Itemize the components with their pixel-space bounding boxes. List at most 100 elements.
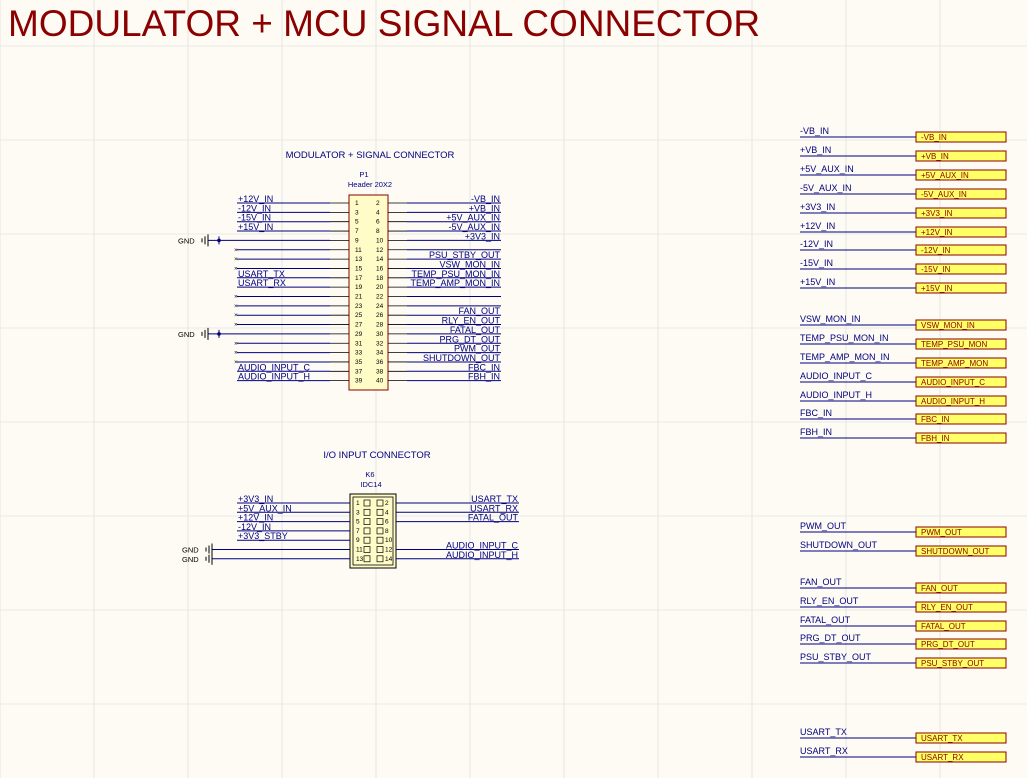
pin-number: 21 xyxy=(355,294,363,301)
net-label-left: +12V_IN xyxy=(238,194,273,204)
gnd-label: GND xyxy=(178,330,195,339)
pin-pad xyxy=(376,499,384,507)
port-label: +VB_IN xyxy=(921,152,949,161)
port-net-label: +VB_IN xyxy=(800,145,831,155)
port-label: PRG_DT_OUT xyxy=(921,640,975,649)
net-label-left: +12V_IN xyxy=(238,513,273,523)
port--12v-in[interactable] xyxy=(915,226,1007,238)
k6-comment: IDC14 xyxy=(360,480,381,489)
pin-number: 11 xyxy=(356,547,363,554)
net-label-left: -12V_IN xyxy=(238,522,271,532)
pin-number: 19 xyxy=(355,284,363,291)
port-label: PWM_OUT xyxy=(921,528,962,537)
pin-number: 15 xyxy=(355,265,363,272)
pin-number: 33 xyxy=(355,350,363,357)
net-label-right: +3V3_IN xyxy=(465,231,500,241)
port--15v-in[interactable] xyxy=(915,282,1007,294)
p1-comment: Header 20X2 xyxy=(348,180,392,189)
no-connect-mark: × xyxy=(234,312,238,319)
pin-number: 1 xyxy=(356,500,360,507)
pin-pad xyxy=(363,536,371,544)
port-fbh-in[interactable] xyxy=(915,432,1007,444)
pin-number: 11 xyxy=(355,247,362,254)
port-net-label: SHUTDOWN_OUT xyxy=(800,540,877,550)
port-audio-input-c[interactable] xyxy=(915,376,1007,388)
port-usart-rx[interactable] xyxy=(915,751,1007,763)
pin-number: 7 xyxy=(356,528,360,535)
port-label: FAN_OUT xyxy=(921,584,958,593)
port-psu-stby-out[interactable] xyxy=(915,657,1007,669)
pin-number: 32 xyxy=(376,340,384,347)
port--12v-in[interactable] xyxy=(915,244,1007,256)
port-shutdown-out[interactable] xyxy=(915,545,1007,557)
port--5v-aux-in[interactable] xyxy=(915,169,1007,181)
port-label: FBC_IN xyxy=(921,415,950,424)
pin-number: 12 xyxy=(376,247,384,254)
port-fbc-in[interactable] xyxy=(915,413,1007,425)
port--3v3-in[interactable] xyxy=(915,207,1007,219)
pin-number: 13 xyxy=(356,556,364,563)
net-label-right: -5V_AUX_IN xyxy=(448,222,500,232)
net-label-right: RLY_EN_OUT xyxy=(442,316,501,326)
net-label-right: VSW_MON_IN xyxy=(439,259,500,269)
port--vb-in[interactable] xyxy=(915,150,1007,162)
net-label-left: -12V_IN xyxy=(238,203,271,213)
p1-header-connector[interactable]: MODULATOR + SIGNAL CONNECTOR P1 Header 2… xyxy=(178,150,501,391)
port-label: +5V_AUX_IN xyxy=(921,171,969,180)
port-list: -VB_IN-VB_IN+VB_IN+VB_IN+5V_AUX_IN+5V_AU… xyxy=(800,126,1007,763)
pin-pad xyxy=(376,546,384,553)
pin-number: 4 xyxy=(385,509,389,516)
net-label-right: AUDIO_INPUT_C xyxy=(446,541,519,551)
pin-number: 9 xyxy=(355,237,359,244)
port-net-label: TEMP_PSU_MON_IN xyxy=(800,333,889,343)
pin-number: 20 xyxy=(376,284,384,291)
gnd-label: GND xyxy=(178,236,195,245)
pin-number: 25 xyxy=(355,312,363,319)
port-label: -15V_IN xyxy=(921,265,951,274)
pin-number: 26 xyxy=(376,312,384,319)
port-usart-tx[interactable] xyxy=(915,732,1007,744)
net-label-left: +15V_IN xyxy=(238,222,273,232)
port-rly-en-out[interactable] xyxy=(915,601,1007,613)
sheet-title: MODULATOR + MCU SIGNAL CONNECTOR xyxy=(8,3,760,44)
p1-heading: MODULATOR + SIGNAL CONNECTOR xyxy=(286,150,455,161)
port-prg-dt-out[interactable] xyxy=(915,638,1007,650)
port-audio-input-h[interactable] xyxy=(915,395,1007,407)
port-pwm-out[interactable] xyxy=(915,526,1007,538)
pin-pad xyxy=(363,546,371,553)
port-net-label: FBC_IN xyxy=(800,408,832,418)
port-label: -12V_IN xyxy=(921,246,951,255)
port--15v-in[interactable] xyxy=(915,263,1007,275)
port--vb-in[interactable] xyxy=(915,131,1007,143)
pin-number: 8 xyxy=(385,528,389,535)
pin-number: 36 xyxy=(376,359,384,366)
pin-number: 27 xyxy=(355,322,363,329)
port-fan-out[interactable] xyxy=(915,582,1007,594)
pin-number: 29 xyxy=(355,331,363,338)
pin-number: 7 xyxy=(355,228,359,235)
port-label: +3V3_IN xyxy=(921,209,953,218)
port-net-label: +12V_IN xyxy=(800,221,835,231)
port--5v-aux-in[interactable] xyxy=(915,188,1007,200)
port-temp-amp-mon[interactable] xyxy=(915,357,1007,369)
port-net-label: +15V_IN xyxy=(800,277,835,287)
pin-number: 28 xyxy=(376,322,384,329)
port-label: AUDIO_INPUT_C xyxy=(921,378,985,387)
net-label-right: SHUTDOWN_OUT xyxy=(423,353,500,363)
port-temp-psu-mon[interactable] xyxy=(915,338,1007,350)
junction-dot xyxy=(217,238,221,243)
port-vsw-mon-in[interactable] xyxy=(915,319,1007,331)
k6-designator: K6 xyxy=(365,470,374,479)
port-label: SHUTDOWN_OUT xyxy=(921,547,990,556)
net-label-right: PRG_DT_OUT xyxy=(439,334,500,344)
pin-number: 10 xyxy=(376,237,384,244)
net-label-right: FAN_OUT xyxy=(458,306,500,316)
port-label: RLY_EN_OUT xyxy=(921,603,973,612)
port-net-label: FBH_IN xyxy=(800,427,832,437)
port-fatal-out[interactable] xyxy=(915,620,1007,632)
port-net-label: +3V3_IN xyxy=(800,202,835,212)
pin-number: 3 xyxy=(356,509,360,516)
